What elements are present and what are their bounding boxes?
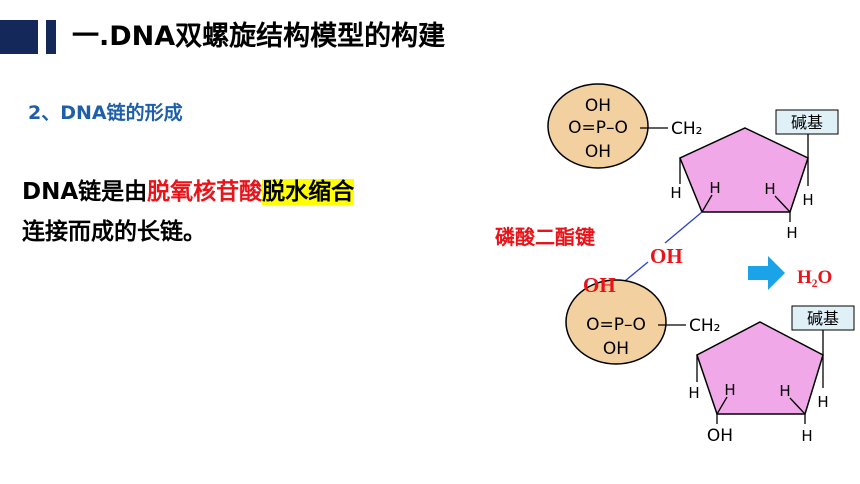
sugar-pentagon-bottom [696,321,824,415]
phosphate-top-oh-lower: OH [585,142,611,162]
h-top-5: H [786,224,797,242]
bond-line-upper [664,211,703,244]
page-title: 一.DNA双螺旋结构模型的构建 [72,21,446,52]
sugar-pentagon-top [679,127,809,213]
h-bond-line-bottom-2 [716,396,728,415]
oh-removed-top: OH [650,244,683,268]
h-bottom-3: H [779,382,790,400]
water-arrow-icon [748,256,785,290]
water-label: H₂O [797,267,832,288]
base-box-top [775,109,839,135]
phosphate-circle-top [547,83,649,169]
h-bottom-5: H [801,427,812,445]
phosphate-top-middle: O=P–O [568,118,628,138]
h-bottom-2: H [724,381,735,399]
body-term-red: 脱氧核苷酸 [147,179,263,205]
base-label-bottom: 碱基 [807,309,839,328]
phosphate-bottom-oh-lower: OH [603,339,629,359]
h-top-1: H [670,184,681,202]
base-label-top: 碱基 [791,113,823,132]
h-bottom-1: H [688,384,699,402]
body-line-1: DNA链是由脱氧核苷酸脱水缩合 [22,172,355,212]
h-top-2: H [709,179,720,197]
body-term-highlight: 脱水缩合 [262,179,355,205]
oh-removed-bottom: OH [583,273,616,297]
section-subtitle: 2、DNA链的形成 [28,102,183,124]
sugar-bottom-oh: OH [707,426,733,446]
phosphate-top-oh-upper: OH [585,96,611,116]
phosphate-circle-bottom [565,279,667,365]
h-bond-line-top-3 [774,195,791,213]
h-bond-line-bottom-3 [789,397,806,415]
h-bottom-4: H [817,393,828,411]
body-line-1-prefix: DNA链是由 [22,179,148,205]
base-box-bottom [791,305,855,331]
body-text: DNA链是由脱氧核苷酸脱水缩合 连接而成的长链。 [22,172,355,252]
bond-label: 磷酸二酯键 [495,225,595,249]
h-bond-line-top-2 [701,194,713,213]
body-line-2: 连接而成的长链。 [22,219,206,245]
ch2-bottom: CH₂ [689,316,720,336]
header-bar-thin [46,20,56,54]
h-top-3: H [764,180,775,198]
header-bar-thick [0,20,38,54]
ch2-top: CH₂ [671,119,702,139]
h-top-4: H [802,191,813,209]
phosphate-bottom-middle: O=P–O [586,315,646,335]
